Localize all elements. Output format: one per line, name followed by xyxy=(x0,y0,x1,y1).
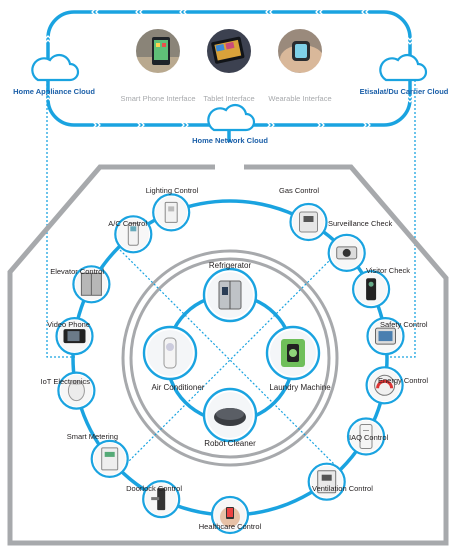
outer-device-label: Surveillance Check xyxy=(328,219,392,228)
camera-icon xyxy=(330,236,363,269)
outer-device-node xyxy=(352,270,391,309)
flow-arrow-icon xyxy=(179,8,188,16)
carrier-cloud-icon xyxy=(379,53,428,82)
robot-vacuum-icon xyxy=(207,392,253,438)
house-outline xyxy=(7,164,449,546)
smart-meter-icon xyxy=(93,442,126,475)
flow-arrow-icon xyxy=(180,121,189,129)
inner-device-label: Refrigerator xyxy=(209,261,252,270)
interface-group: Smart Phone Interface Tablet Interface Wea… xyxy=(120,26,332,103)
interface-item: Tablet Interface xyxy=(203,26,255,103)
light-switch-icon xyxy=(155,196,188,229)
outer-device-nodes: Lighting Control Gas ControlSurveillance … xyxy=(41,186,428,535)
outer-device-node xyxy=(289,202,328,242)
outer-device-label: Visitor Check xyxy=(366,266,410,275)
flow-arrow-icon xyxy=(266,121,275,129)
ac-remote-icon xyxy=(117,218,150,251)
outer-device-node xyxy=(55,317,94,356)
outer-device-node xyxy=(327,233,366,272)
video-phone-icon xyxy=(58,320,91,353)
intercom-icon xyxy=(355,273,388,306)
ventilation-icon xyxy=(310,465,343,498)
outer-device-label: Energy Control xyxy=(378,376,428,385)
gray-ring-outer xyxy=(121,249,339,467)
outer-device-node xyxy=(72,265,111,304)
flow-arrow-icon xyxy=(44,93,52,102)
interface-item: Smart Phone Interface xyxy=(120,26,196,103)
carrier-cloud-label: Etisalat/Du Carrier Cloud xyxy=(360,87,449,96)
outer-device-label: Doorlock Control xyxy=(126,484,182,493)
outer-device-label: IAQ Control xyxy=(349,433,389,442)
outer-device-label: Healthcare Control xyxy=(199,522,262,531)
interface-item: Wearable Interface xyxy=(268,26,332,103)
outer-device-node xyxy=(90,439,129,478)
interface-label: Wearable Interface xyxy=(268,94,331,103)
outer-device-label: Gas Control xyxy=(279,186,319,195)
outer-device-label: Safety Control xyxy=(380,320,428,329)
outer-device-label: Elevator Control xyxy=(50,267,104,276)
flow-arrow-icon xyxy=(361,8,370,16)
energy-gauge-icon xyxy=(368,369,401,402)
inner-device-label: Laundry Machine xyxy=(269,383,331,392)
outer-device-node xyxy=(210,495,250,535)
flow-arrow-icon xyxy=(315,8,324,16)
carrier-cloud-link xyxy=(384,80,416,358)
inner-device-label: Air Conditioner xyxy=(152,383,205,392)
outer-device-node xyxy=(366,317,405,356)
inner-device-node xyxy=(265,325,321,381)
flow-arrow-icon xyxy=(406,36,414,45)
smartwatch-icon xyxy=(277,28,323,74)
inner-device-label: Robot Cleaner xyxy=(204,439,256,448)
health-monitor-icon xyxy=(214,499,246,531)
tablet-icon xyxy=(206,28,252,74)
flow-arrow-icon xyxy=(135,8,144,16)
appliance-cloud-link xyxy=(46,80,75,358)
elevator-icon xyxy=(75,268,108,301)
inner-device-node xyxy=(202,267,258,323)
flow-arrow-icon xyxy=(44,35,52,44)
outer-device-node xyxy=(57,371,96,410)
flow-arrow-icon xyxy=(406,94,414,103)
gray-ring-inner xyxy=(129,257,331,459)
flow-arrows xyxy=(44,8,414,129)
outer-device-label: IoT Electronics xyxy=(41,377,91,386)
inner-device-node xyxy=(142,325,198,381)
outer-device-label: Smart Metering xyxy=(67,432,118,441)
flow-arrow-icon xyxy=(316,121,325,129)
smartphone-icon xyxy=(135,28,181,74)
interface-label: Tablet Interface xyxy=(203,94,254,103)
outer-device-node xyxy=(152,193,191,232)
outer-device-label: Ventilation Control xyxy=(312,484,373,493)
outer-device-node xyxy=(365,366,404,405)
home-network-cloud-icon xyxy=(207,103,256,132)
flow-arrow-icon xyxy=(136,121,145,129)
refrigerator-icon xyxy=(207,272,253,318)
smart-speaker-icon xyxy=(60,374,93,407)
safety-panel-icon xyxy=(369,320,402,353)
doorlock-icon xyxy=(145,483,178,516)
flow-arrow-icon xyxy=(362,121,371,129)
interface-label: Smart Phone Interface xyxy=(120,94,195,103)
home-network-cloud-label: Home Network Cloud xyxy=(192,136,268,145)
outer-device-node xyxy=(346,417,386,456)
washing-machine-icon xyxy=(270,330,316,376)
home-appliance-cloud-icon xyxy=(31,53,80,82)
flow-arrow-icon xyxy=(92,121,101,129)
outer-device-node xyxy=(114,215,153,254)
air-purifier-icon xyxy=(350,420,382,453)
outer-device-label: Lighting Control xyxy=(146,186,199,195)
flow-arrow-icon xyxy=(265,8,274,16)
outer-device-label: Video Phone xyxy=(47,320,90,329)
inner-device-node xyxy=(202,387,258,443)
flow-arrow-icon xyxy=(91,8,100,16)
outer-device-node xyxy=(142,480,181,519)
home-appliance-cloud-label: Home Appliance Cloud xyxy=(13,87,95,96)
outer-device-node xyxy=(307,462,346,501)
gas-meter-icon xyxy=(292,206,325,238)
outer-device-label: A/C Control xyxy=(108,219,147,228)
air-conditioner-icon xyxy=(147,330,193,376)
